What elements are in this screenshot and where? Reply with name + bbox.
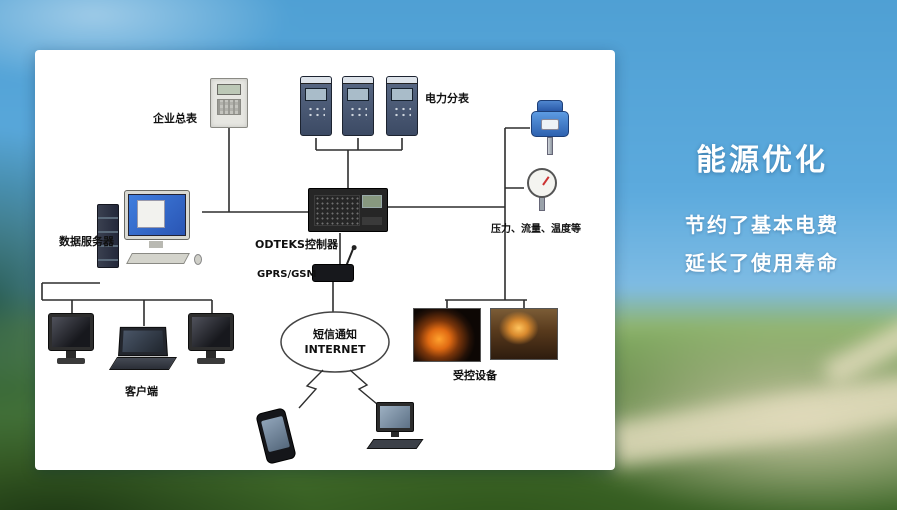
gauge-icon [522,168,562,211]
meter-buttons [349,106,367,120]
internet-cloud-label: 短信通知 INTERNET [281,327,389,357]
power-submeter-icon [300,76,332,136]
pc-monitor [376,402,414,432]
controller-vents [314,195,360,226]
pressure-transmitter-icon [528,100,572,155]
cloud-label-line1: 短信通知 [313,328,357,341]
laptop-base [108,357,178,370]
mouse [194,254,202,265]
label-data-server: 数据服务器 [59,235,114,248]
label-power-submeters: 电力分表 [425,92,469,105]
lightning-bolt [298,369,324,409]
label-sensors: 压力、流量、温度等 [491,224,581,235]
label-clients: 客户端 [125,385,158,398]
monitor-screen [192,317,230,347]
gauge-needle [542,176,550,186]
headline: 能源优化 [696,143,828,178]
server-screen-window [137,200,165,228]
data-server-icon [97,190,207,270]
phone-screen [260,415,291,453]
monitor-screen [52,317,90,347]
gauge-stem [539,197,545,211]
meter-buttons [393,106,411,120]
pc-screen [380,406,410,428]
controller-icon [308,188,388,232]
meter-cap [387,77,417,84]
keyboard [126,253,190,264]
monitor-frame [48,313,94,351]
transmitter-display [541,119,559,130]
label-controlled-devices: 受控设备 [453,369,497,382]
monitor-base [57,358,85,364]
controller-ports [362,217,382,225]
transmitter-body [531,111,569,137]
gprs-modem-icon [312,248,360,300]
label-controller: ODTEKS控制器 [255,238,338,251]
monitor-frame [188,313,234,351]
furnace-photo [413,308,481,362]
meter-terminals [217,99,241,115]
power-submeter-icon [386,76,418,136]
monitor-base [197,358,225,364]
label-enterprise-meter: 企业总表 [153,112,197,125]
cloud-label-line2: INTERNET [304,343,366,356]
meter-cap [343,77,373,84]
meter-display [217,84,241,95]
client-monitor-icon [48,313,94,364]
connector-lines [41,127,530,409]
transmitter-stem [547,137,553,155]
controller-display [362,195,382,208]
server-tower [97,204,119,268]
monitor-stand [149,241,163,248]
welding-photo [490,308,558,360]
diagram-panel: 企业总表 电力分表 数据服务器 ODTEKS控制器 GPRS/GSM 压力、流量… [35,50,615,470]
power-submeter-icon [342,76,374,136]
lightning-bolt [349,369,378,405]
server-monitor [124,190,190,240]
enterprise-meter-icon [210,78,248,128]
wire-paths [41,127,530,326]
pc-stand [391,432,399,437]
meter-buttons [307,106,325,120]
monitor-neck [206,351,216,358]
desktop-computer-icon [366,402,424,449]
modem-body [312,264,354,282]
internet-ellipse [280,311,390,373]
caption-line-2: 延长了使用寿命 [685,251,839,275]
server-screen [128,194,186,236]
meter-display [305,88,327,101]
pc-keyboard [366,439,424,449]
meter-display [391,88,413,101]
monitor-neck [66,351,76,358]
laptop-screen [118,326,168,357]
gauge-dial [527,168,557,198]
meter-cap [301,77,331,84]
caption-block: 能源优化 节约了基本电费 延长了使用寿命 [634,143,890,275]
client-laptop-icon [108,326,178,370]
meter-display [347,88,369,101]
label-gprs: GPRS/GSM [257,269,317,280]
caption-line-1: 节约了基本电费 [685,213,839,237]
client-monitor-icon [188,313,234,364]
